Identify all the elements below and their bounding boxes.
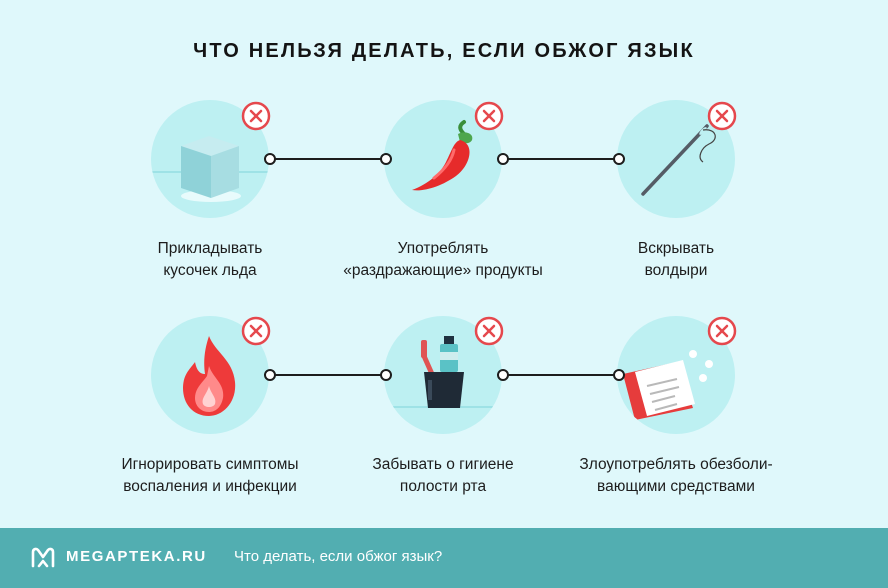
prohibited-icon [707,316,737,346]
page-title: ЧТО НЕЛЬЗЯ ДЕЛАТЬ, ЕСЛИ ОБЖОГ ЯЗЫК [193,40,695,62]
footer-caption: Что делать, если обжог язык? [234,548,443,565]
prohibited-icon [241,316,271,346]
item-label-line: полости рта [399,478,487,495]
brand-name[interactable]: MEGAPTEKA.RU [66,548,207,565]
megapteka-logo-icon[interactable] [30,546,56,568]
connector-line [264,369,392,381]
prohibited-icon [474,101,504,131]
needle-icon [641,124,716,196]
item-label: Употреблять «раздражающие» продукты [323,238,563,282]
connector-line [497,153,625,165]
item-label-line: Забывать о гигиене [372,456,514,473]
item-label: Вскрывать волдыри [556,238,796,282]
item-label: Игнорировать симптомы воспаления и инфек… [90,454,330,498]
item-label-line: Злоупотреблять обезболи- [579,456,773,473]
item-label-line: Вскрывать [637,240,715,257]
item-label-line: воспаления и инфекции [123,478,297,495]
footer-bar: MEGAPTEKA.RU Что делать, если обжог язык… [0,528,888,588]
ice-cube-icon [151,136,269,202]
fire-icon [183,336,236,416]
prohibited-icon [241,101,271,131]
toothbrush-cup-icon [384,336,502,408]
prohibited-icon [707,101,737,131]
item-label: Забывать о гигиене полости рта [323,454,563,498]
item-label-line: Игнорировать симптомы [121,456,299,473]
prohibited-icon [474,316,504,346]
painkillers-icon [623,350,713,420]
connector-line [497,369,625,381]
item-label-line: Прикладывать [157,240,263,257]
item-label-line: волдыри [644,262,708,279]
item-label-line: «раздражающие» продукты [343,262,543,279]
item-label: Злоупотреблять обезболи- вающими средств… [556,454,796,498]
item-label-line: Употреблять [397,240,489,257]
chili-pepper-icon [412,120,473,191]
item-label: Прикладывать кусочек льда [90,238,330,282]
item-label-line: вающими средствами [597,478,755,495]
connector-line [264,153,392,165]
item-label-line: кусочек льда [163,262,257,279]
